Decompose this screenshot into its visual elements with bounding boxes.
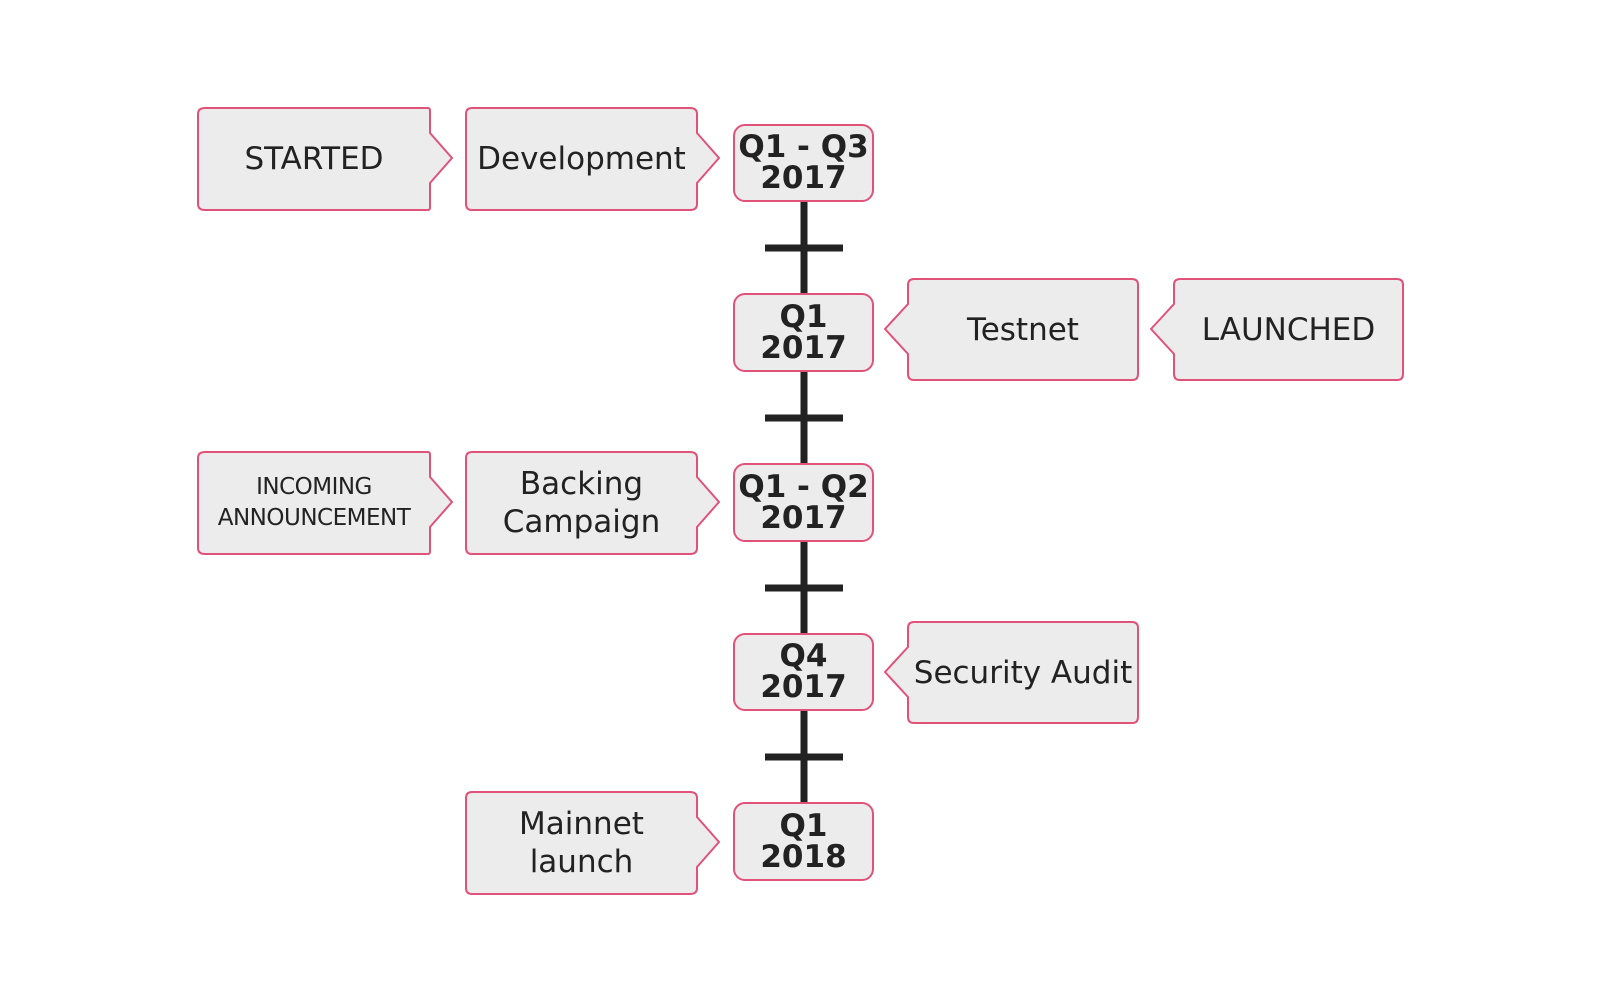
date-label-q1-2017: Q1 2017 [760,298,847,366]
status-label-incoming-announcement: INCOMING ANNOUNCEMENT [217,474,411,531]
date-box [733,633,874,711]
event-box-backing-campaign [465,451,720,555]
date-label-q1-2018: Q1 2018 [760,807,847,875]
status-box-launched [1150,278,1404,381]
event-box-testnet [884,278,1139,381]
date-label-q1-q2-2017: Q1 - Q2 2017 [738,468,869,536]
status-box-incoming-announcement [197,451,453,555]
date-box [733,463,874,542]
event-label-security-audit: Security Audit [913,654,1133,691]
event-box-mainnet-launch [465,791,720,895]
date-box [733,293,874,372]
date-label-q1-q3-2017: Q1 - Q3 2017 [738,129,869,196]
date-box [733,802,874,881]
event-label-backing-campaign: Backing Campaign [502,466,661,540]
event-label-testnet: Testnet [967,311,1079,348]
event-box-development [465,107,720,211]
event-label-mainnet-launch: Mainnet launch [519,806,644,880]
date-label-q4-2017: Q4 2017 [760,638,847,705]
status-label-launched: LAUNCHED [1201,311,1376,348]
event-label-development: Development [477,141,686,177]
status-box-started [197,107,453,211]
status-label-started: STARTED [244,141,384,177]
date-box [733,124,874,202]
event-box-security-audit [884,621,1139,724]
